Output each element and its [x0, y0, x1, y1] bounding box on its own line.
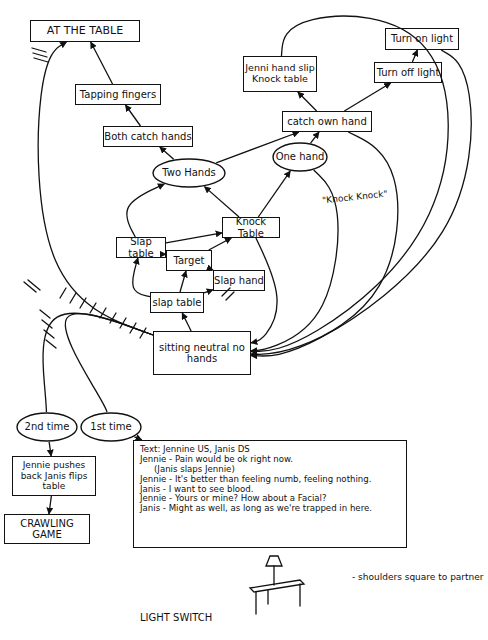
hash-marks	[24, 48, 234, 348]
flow-arrow	[204, 187, 239, 217]
node-label: Tapping fingers	[80, 89, 156, 101]
ellipse-outline	[273, 143, 327, 171]
node-label: 2nd time	[25, 421, 70, 433]
node-label: Slap table	[117, 236, 165, 259]
flow-arrow	[258, 171, 290, 217]
node-label: sitting neutral no hands	[154, 342, 250, 365]
node-label: CRAWLING GAME	[5, 518, 89, 541]
flow-arrow	[311, 132, 319, 143]
game-box: CRAWLING GAME	[4, 514, 90, 544]
script-line: Jennie - Yours or mine? How about a Faci…	[140, 494, 327, 504]
node-label: Jennie pushes back Janis flips table	[13, 460, 95, 491]
action-box: Turn on light	[385, 28, 459, 50]
start-box: AT THE TABLE	[30, 20, 140, 42]
choice-ellipse: 1st time	[80, 412, 142, 442]
flow-arrow	[209, 238, 232, 250]
node-label: AT THE TABLE	[47, 25, 123, 38]
action-box: Slap hand	[213, 270, 265, 291]
script-line: Jennie - Pain would be ok right now.	[140, 455, 293, 465]
node-label: Two Hands	[162, 167, 215, 179]
flow-arrow	[412, 50, 417, 62]
hash-mark	[24, 280, 146, 338]
action-box: Slap table	[116, 237, 166, 258]
choice-ellipse: One hand	[272, 142, 328, 172]
flow-arrow	[251, 50, 471, 356]
node-label: One hand	[276, 151, 325, 163]
node-label: Knock Table	[223, 216, 279, 239]
action-box: catch own hand	[282, 111, 372, 132]
node-label: 1st time	[90, 421, 131, 433]
table-leg	[256, 584, 300, 614]
node-label: catch own hand	[287, 116, 367, 128]
flow-arrow	[127, 184, 165, 237]
flow-arrow	[182, 313, 191, 331]
choice-ellipse: 2nd time	[16, 412, 78, 442]
hash-mark	[222, 288, 234, 300]
node-label: Jenni hand slip Knock table	[244, 63, 316, 85]
script-text-box: Text: Jennine US, Janis DSJennie - Pain …	[133, 440, 407, 548]
flow-arrow	[204, 290, 213, 293]
flow-arrow	[180, 271, 186, 292]
action-box: slap table	[150, 292, 204, 313]
action-box: Knock Table	[222, 217, 280, 238]
note-label: LIGHT SWITCH	[140, 612, 212, 623]
node-label: Turn off light	[377, 67, 440, 79]
flow-arrow	[160, 147, 174, 159]
flow-arrow	[251, 132, 398, 354]
choice-ellipse: Two Hands	[152, 158, 226, 188]
ellipse-outline	[17, 413, 77, 441]
node-label: Text: Jennine US, Janis DS	[140, 445, 250, 455]
note-label: - shoulders square to partner	[352, 572, 484, 582]
node-label: Both catch hands	[104, 131, 191, 143]
state-box: sitting neutral no hands	[153, 331, 251, 375]
flow-arrow	[166, 233, 222, 243]
table-top	[250, 580, 304, 592]
action-box: Both catch hands	[103, 126, 193, 147]
action-box: Turn off light	[374, 62, 442, 83]
flow-arrow	[49, 442, 51, 456]
flow-arrow	[49, 496, 51, 514]
table-sketch	[250, 556, 304, 614]
node-label: slap table	[153, 297, 202, 309]
action-box: Target	[166, 250, 212, 271]
script-line: Janis - Might as well, as long as we're …	[140, 504, 372, 514]
action-box: Jennie pushes back Janis flips table	[12, 456, 96, 496]
ellipse-outline	[153, 159, 225, 187]
action-box: Jenni hand slip Knock table	[243, 56, 317, 92]
flow-arrow	[38, 42, 153, 335]
node-label: Turn on light	[391, 33, 453, 45]
lamp-shade	[266, 556, 282, 566]
ellipse-outline	[81, 413, 141, 441]
flow-arrow	[133, 258, 150, 297]
script-line: Jennie - It's better than feeling numb, …	[140, 475, 371, 485]
flow-arrow	[43, 313, 153, 412]
lamp-stem	[273, 566, 274, 585]
hash-mark	[32, 48, 48, 62]
node-label: Slap hand	[214, 275, 264, 287]
flow-arrow	[65, 314, 153, 413]
action-box: Tapping fingers	[75, 84, 161, 105]
script-line: (Janis slaps Jennie)	[154, 465, 235, 475]
script-line: Janis - I want to see blood.	[140, 485, 253, 495]
flow-arrow	[298, 92, 317, 111]
flow-arrow	[91, 42, 113, 84]
flow-arrow	[126, 105, 141, 126]
flow-arrow	[344, 83, 390, 111]
node-label: Target	[174, 255, 205, 267]
